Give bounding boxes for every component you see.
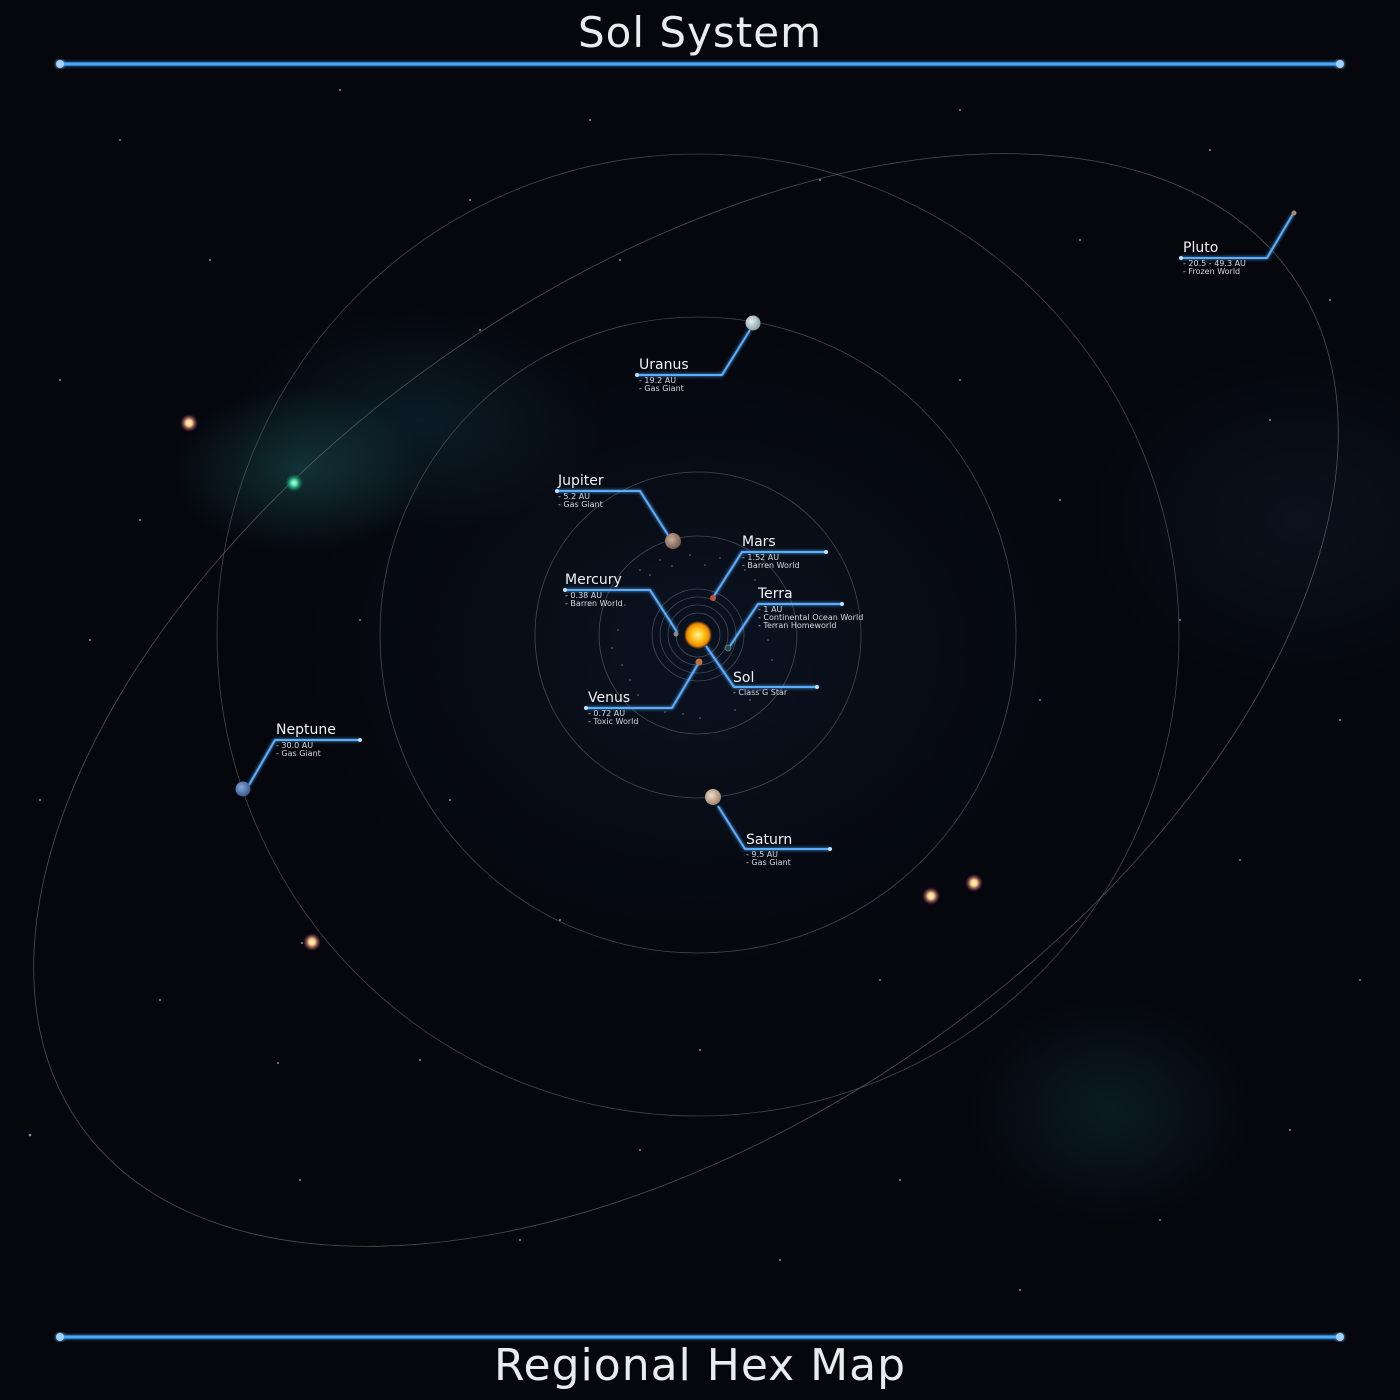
footer-rule	[56, 1333, 1344, 1341]
label-mars[interactable]: Mars	[742, 534, 776, 550]
leader-endpoints	[358, 256, 1183, 851]
detail-uranus-type: - Gas Giant	[639, 384, 684, 393]
star-glow-warm	[965, 874, 983, 892]
star-glow-warm	[180, 414, 198, 432]
detail-pluto-distance: - 20.5 - 49.3 AU	[1183, 259, 1246, 268]
label-venus[interactable]: Venus	[588, 690, 631, 706]
header-rule	[56, 60, 1344, 68]
detail-mars-distance: - 1.52 AU	[742, 553, 780, 562]
detail-mercury-distance: - 0.38 AU	[565, 591, 603, 600]
detail-mercury-type: - Barren World	[565, 599, 623, 608]
detail-terra-distance: - 1 AU	[758, 605, 783, 614]
label-mercury[interactable]: Mercury	[565, 572, 622, 588]
detail-uranus-distance: - 19.2 AU	[639, 376, 677, 385]
label-uranus[interactable]: Uranus	[639, 357, 689, 373]
background-stars	[28, 89, 1361, 1291]
sun-icon[interactable]	[684, 621, 712, 649]
planet-uranus[interactable]	[745, 315, 761, 331]
detail-sol-class: - Class G Star	[733, 688, 788, 697]
label-neptune[interactable]: Neptune	[276, 722, 336, 738]
page-title: Sol System	[578, 8, 822, 57]
label-pluto[interactable]: Pluto	[1183, 240, 1219, 256]
label-jupiter[interactable]: Jupiter	[558, 473, 604, 489]
leader-lines	[248, 213, 1294, 850]
planet-jupiter[interactable]	[665, 533, 681, 549]
map-subtitle: Regional Hex Map	[493, 1340, 907, 1391]
planet-venus[interactable]	[695, 658, 703, 666]
planet-mercury[interactable]	[673, 631, 679, 637]
label-sol[interactable]: Sol	[733, 670, 755, 686]
planet-terra[interactable]	[724, 644, 732, 652]
star-glow-green	[285, 474, 303, 492]
detail-mars-type: - Barren World	[742, 561, 800, 570]
star-glow-warm	[922, 887, 940, 905]
planet-mars[interactable]	[710, 595, 716, 601]
planet-saturn[interactable]	[705, 789, 721, 805]
detail-neptune-type: - Gas Giant	[276, 749, 321, 758]
label-saturn[interactable]: Saturn	[746, 832, 793, 848]
detail-jupiter-distance: - 5.2 AU	[558, 492, 591, 501]
planet-neptune[interactable]	[235, 781, 251, 797]
detail-saturn-distance: - 9.5 AU	[746, 850, 779, 859]
detail-neptune-distance: - 30.0 AU	[276, 741, 314, 750]
orbits	[216, 153, 1180, 1117]
detail-venus-distance: - 0.72 AU	[588, 709, 626, 718]
detail-terra-type: - Continental Ocean World	[758, 613, 864, 622]
detail-venus-type: - Toxic World	[588, 717, 639, 726]
planet-pluto[interactable]	[1291, 210, 1297, 216]
detail-jupiter-type: - Gas Giant	[558, 500, 603, 509]
star-glow-warm	[303, 933, 321, 951]
label-terra[interactable]: Terra	[758, 586, 793, 602]
detail-terra-note: - Terran Homeworld	[758, 621, 837, 630]
detail-pluto-type: - Frozen World	[1183, 267, 1241, 276]
detail-saturn-type: - Gas Giant	[746, 858, 791, 867]
